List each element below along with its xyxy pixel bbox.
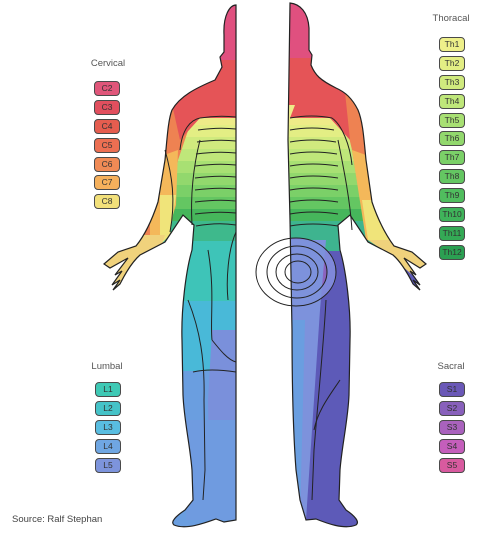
legend-item-s2: S2 [439,401,465,416]
legend-item-th10: Th10 [439,207,465,222]
legend-item-th6: Th6 [439,131,465,146]
legend-item-l4: L4 [95,439,121,454]
source-credit: Source: Ralf Stephan [12,514,102,525]
legend-item-c8: C8 [94,194,120,209]
legend-item-l1: L1 [95,382,121,397]
legend-item-l3: L3 [95,420,121,435]
legend-item-th1: Th1 [439,37,465,52]
legend-item-l2: L2 [95,401,121,416]
lumbal-title: Lumbal [84,361,130,372]
legend-item-c3: C3 [94,100,120,115]
legend-item-s5: S5 [439,458,465,473]
legend-item-th7: Th7 [439,150,465,165]
legend-item-th12: Th12 [439,245,465,260]
legend-item-c4: C4 [94,119,120,134]
front-body [100,0,240,531]
legend-item-th3: Th3 [439,75,465,90]
legend-item-l5: L5 [95,458,121,473]
sacral-title: Sacral [428,361,474,372]
legend-item-c7: C7 [94,175,120,190]
legend-item-th2: Th2 [439,56,465,71]
legend-item-c5: C5 [94,138,120,153]
legend-item-th4: Th4 [439,94,465,109]
legend-item-c6: C6 [94,157,120,172]
back-body [256,0,440,531]
legend-item-th9: Th9 [439,188,465,203]
legend-item-s4: S4 [439,439,465,454]
legend-item-s3: S3 [439,420,465,435]
legend-item-s1: S1 [439,382,465,397]
legend-item-th5: Th5 [439,113,465,128]
legend-item-th8: Th8 [439,169,465,184]
cervical-title: Cervical [85,58,131,69]
legend-item-c2: C2 [94,81,120,96]
thoracal-title: Thoracal [428,13,474,24]
legend-item-th11: Th11 [439,226,465,241]
